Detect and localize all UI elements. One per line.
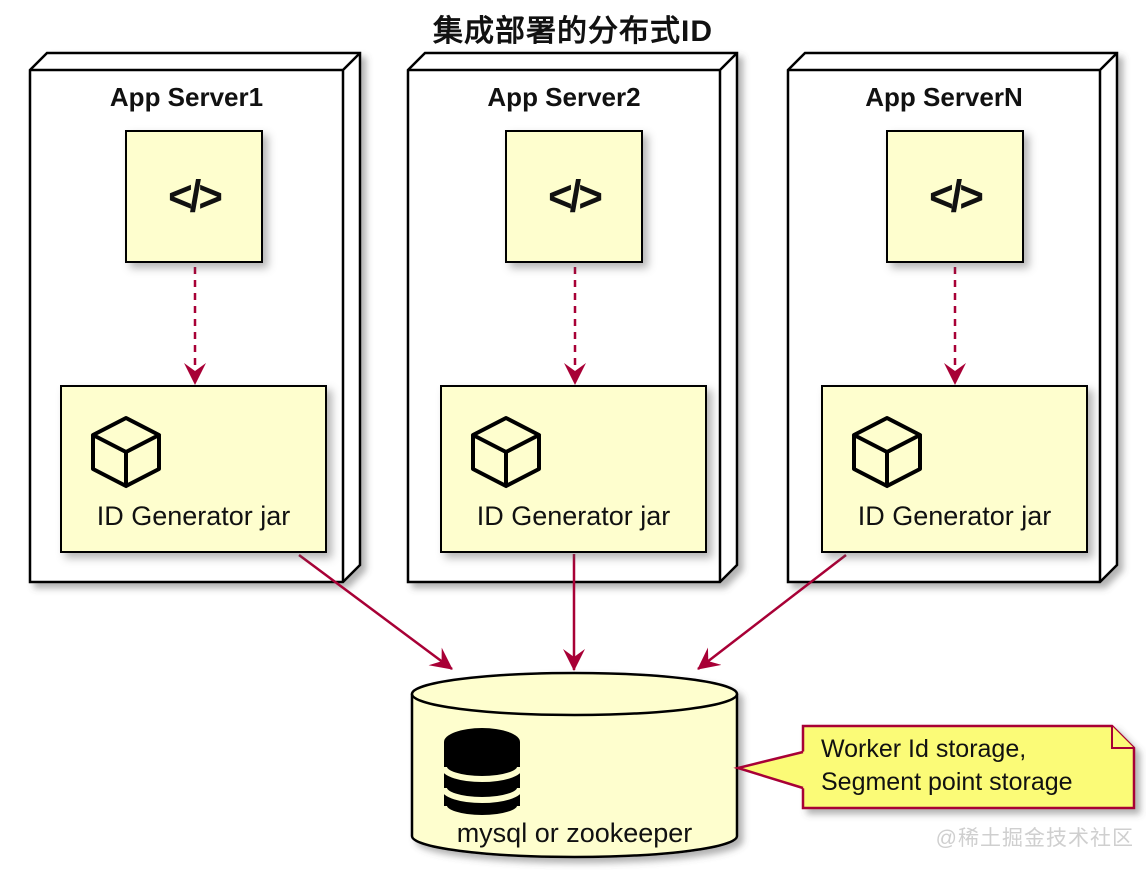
solid-arrow-1 [298, 553, 453, 671]
package-cube-icon [852, 416, 922, 488]
diagram-title: 集成部署的分布式ID [433, 15, 713, 48]
component-box-server2: </> [505, 130, 643, 263]
artifact-label: ID Generator jar [96, 501, 291, 531]
code-icon: </> [548, 171, 603, 221]
code-icon: </> [168, 171, 223, 221]
server2-name: App Server2 [487, 82, 641, 112]
server1-name: App Server1 [109, 82, 264, 112]
note-line-1: Worker Id storage, [821, 735, 1027, 763]
solid-arrow-3 [697, 554, 847, 670]
database-icon [441, 728, 523, 821]
package-cube-icon [91, 416, 161, 488]
note-shape [733, 724, 1136, 810]
code-icon: </> [929, 171, 984, 221]
note-text: Worker Id storage, Segment point storage [821, 733, 1121, 799]
servern-name: App ServerN [865, 82, 1023, 112]
artifact-box-servern: ID Generator jar [821, 385, 1088, 553]
package-cube-icon [471, 416, 541, 488]
component-box-server1: </> [125, 130, 263, 263]
database-label: mysql or zookeeper [456, 818, 693, 848]
component-box-servern: </> [886, 130, 1024, 263]
artifact-box-server1: ID Generator jar [60, 385, 327, 553]
watermark: @稀土掘金技术社区 [935, 827, 1134, 850]
artifact-label: ID Generator jar [857, 501, 1052, 531]
artifact-box-server2: ID Generator jar [440, 385, 707, 553]
artifact-label: ID Generator jar [476, 501, 671, 531]
note-line-2: Segment point storage [821, 768, 1073, 796]
